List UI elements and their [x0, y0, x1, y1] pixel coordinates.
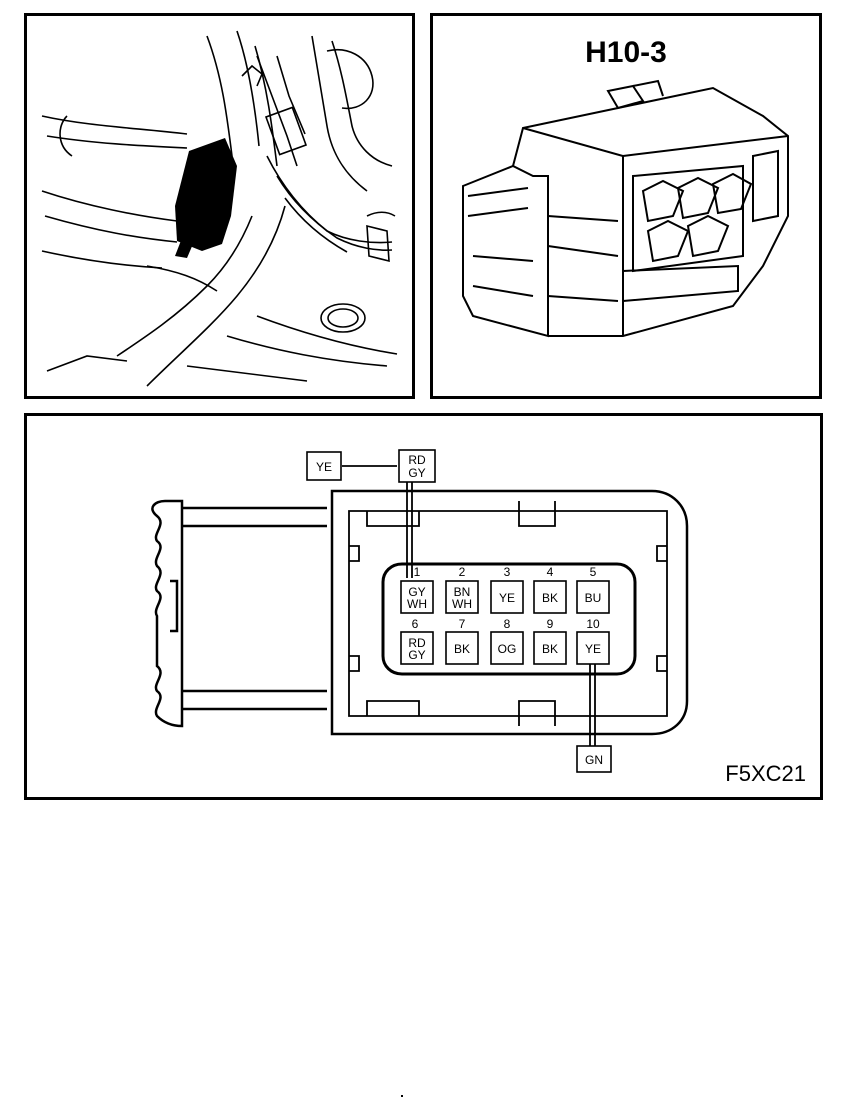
- location-illustration-panel: [24, 13, 415, 399]
- pin-10-box: [576, 631, 610, 665]
- pin-1-box: [400, 580, 434, 614]
- pin-number: 8: [504, 617, 511, 631]
- pin-number: 10: [586, 617, 600, 631]
- pin-10-color-label: YE: [585, 642, 601, 656]
- wire-label-top-line1: RD: [408, 453, 426, 467]
- pin-4-box: [533, 580, 567, 614]
- pin-number: 9: [547, 617, 554, 631]
- connector-id-label: H10-3: [585, 36, 667, 69]
- pin-4-color-label: BK: [542, 591, 558, 605]
- pin-number: 3: [504, 565, 511, 579]
- pin-number: 4: [547, 565, 554, 579]
- wire-label-top-line2: GY: [408, 466, 425, 480]
- pin-2-color-label: WH: [452, 597, 472, 611]
- pin-2-color-label: BN: [454, 585, 471, 599]
- connector-3d-drawing: [462, 79, 789, 338]
- pin-6-color-label: RD: [408, 636, 426, 650]
- pin-1-color-label: WH: [407, 597, 427, 611]
- pin-5-box: [576, 580, 610, 614]
- pin-number: 2: [459, 565, 466, 579]
- pin-8-color-label: OG: [498, 642, 517, 656]
- pin-number: 7: [459, 617, 466, 631]
- pin-1-color-label: GY: [408, 585, 425, 599]
- connector-view-panel: H10-3: [430, 13, 822, 399]
- figure-code: F5XC21: [725, 761, 806, 786]
- pin-3-box: [490, 580, 524, 614]
- pin-6-color-label: GY: [408, 648, 425, 662]
- pin-number: 5: [590, 565, 597, 579]
- pin-8-box: [490, 631, 524, 665]
- pin-number: 6: [412, 617, 419, 631]
- connector-location-highlight: [175, 138, 237, 258]
- pin-3-color-label: YE: [499, 591, 515, 605]
- pin-2-box: [445, 580, 479, 614]
- pin-number: 1: [414, 565, 421, 579]
- pin-5-color-label: BU: [585, 591, 602, 605]
- pinout-drawing: YE RD GY GN 1 2 3 4 5 6 7 8 9 10 GYWHBNW…: [151, 449, 689, 773]
- wire-label-bottom: GN: [585, 753, 603, 767]
- pin-7-color-label: BK: [454, 642, 470, 656]
- location-illustration: [41, 30, 398, 387]
- wire-label-branch: YE: [316, 460, 332, 474]
- pin-9-box: [533, 631, 567, 665]
- pin-6-box: [400, 631, 434, 665]
- stray-mark: [401, 1095, 403, 1097]
- pin-7-box: [445, 631, 479, 665]
- pin-9-color-label: BK: [542, 642, 558, 656]
